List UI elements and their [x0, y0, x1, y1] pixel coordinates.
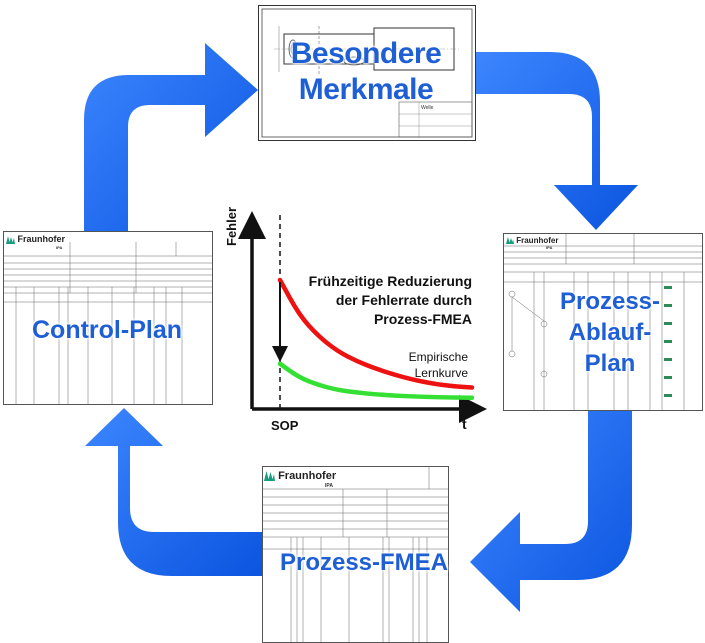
- y-axis-label: Fehler: [224, 206, 239, 246]
- arrow-fmea-to-controlplan: [85, 408, 262, 576]
- fraunhofer-mark-icon: [264, 471, 275, 482]
- annotation-line1: Frühzeitige Reduzierung: [308, 273, 472, 289]
- curve-label-line2: Lernkurve: [414, 366, 468, 380]
- controlplan-form: [3, 231, 213, 405]
- ablaufplan-form: [503, 233, 703, 411]
- fmea-logo-sub: IPA: [325, 483, 333, 489]
- x-axis-label: t: [462, 416, 467, 432]
- curve-label-line1: Empirische: [408, 350, 468, 364]
- ablaufplan-logo-sub: IPA: [546, 245, 553, 250]
- ablaufplan-title-line3: Plan: [584, 350, 636, 377]
- fraunhofer-mark-icon: [6, 235, 15, 244]
- annotation-line2: der Fehlerrate durch: [335, 292, 472, 308]
- technical-drawing-icon: [261, 8, 473, 138]
- merkmale-title-line1: Besondere: [290, 37, 442, 70]
- merkmale-title-line2: Merkmale: [298, 73, 434, 106]
- fmea-form: [262, 466, 449, 643]
- fraunhofer-mark-icon: [506, 237, 514, 245]
- merkmale-drawing-sheet: Welle: [258, 5, 476, 141]
- ablaufplan-fraunhofer-logo: Fraunhofer: [506, 236, 558, 245]
- controlplan-fraunhofer-logo: Fraunhofer: [6, 234, 65, 244]
- ablaufplan-title-line2: Ablauf-: [568, 319, 652, 346]
- ablaufplan-title-line1: Prozess-: [559, 288, 661, 315]
- learning-curve-without-fmea: [277, 277, 475, 390]
- fmea-title: Prozess-FMEA: [279, 549, 449, 576]
- sop-label: SOP: [271, 418, 299, 433]
- fmea-table-grid: [263, 467, 448, 642]
- controlplan-title: Control-Plan: [32, 316, 182, 344]
- ablaufplan-table-grid: [504, 234, 702, 410]
- fmea-fraunhofer-logo: Fraunhofer: [264, 470, 336, 482]
- controlplan-table-grid: [4, 242, 212, 404]
- sheet-tag: Welle: [421, 105, 434, 111]
- learning-curve-with-fmea: [277, 361, 475, 400]
- arrow-controlplan-to-merkmale: [84, 43, 258, 235]
- annotation-line3: Prozess-FMEA: [373, 311, 472, 327]
- controlplan-logo-sub: IPA: [56, 245, 63, 250]
- arrow-ablaufplan-to-fmea: [470, 410, 632, 612]
- arrow-merkmale-to-ablaufplan: [475, 52, 638, 230]
